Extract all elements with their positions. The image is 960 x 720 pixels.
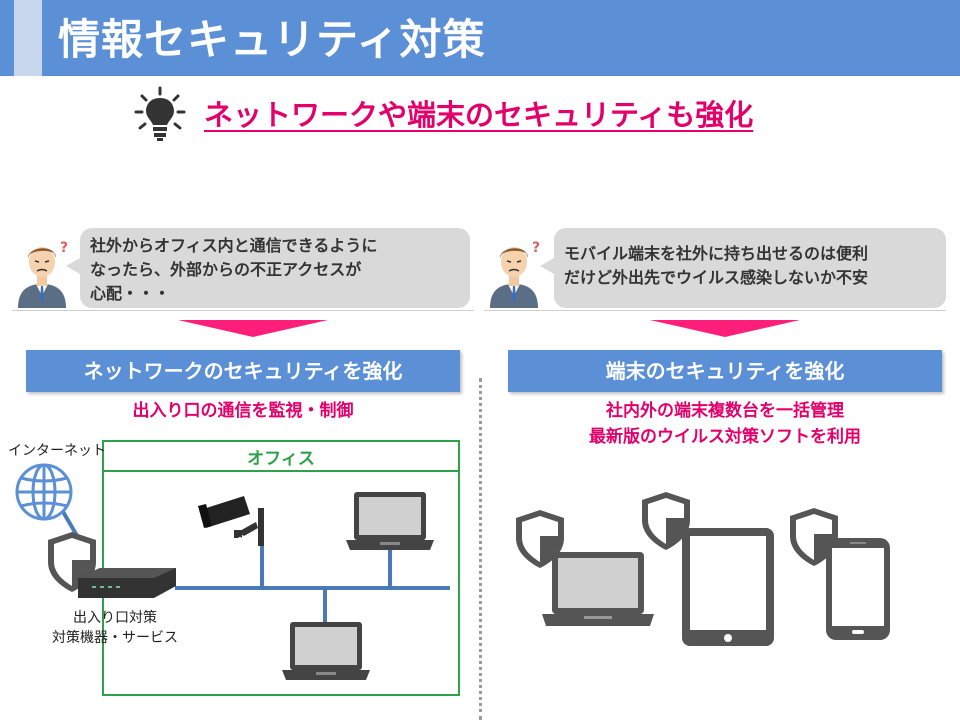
svg-text:?: ? [60,240,68,256]
office-box-divider [102,470,460,472]
router-icon [78,568,176,598]
gateway-label: 出入り口対策 対策機器・サービス [30,608,200,648]
network-diagram [15,463,450,680]
bubble-line: 社外からオフィス内と通信できるように [90,236,378,255]
bubble-line: 心配・・・ [90,284,171,303]
right-ground-line [484,310,946,311]
internet-label: インターネット [8,443,106,459]
smartphone-icon [826,538,890,640]
laptop-icon [282,622,370,680]
right-section-header: 端末のセキュリティを強化 [508,350,942,392]
managed-devices [516,492,890,646]
title-bar [0,0,960,76]
svg-text:?: ? [532,240,540,256]
lightbulb-icon [134,86,186,141]
office-label: オフィス [247,449,315,469]
worried-man-icon: ? [18,240,68,308]
shield-icon [516,510,564,568]
bubble-line: モバイル端末を社外に持ち出せるのは便利 [564,244,869,263]
laptop-icon [542,552,654,626]
left-subheading: 出入り口の通信を監視・制御 [132,401,354,421]
globe-icon [15,463,73,521]
laptop-icon [346,492,434,550]
bubble-line: だけど外出先でウイルス感染しないか不安 [564,268,869,287]
gateway-label-line: 出入り口対策 [73,610,157,626]
left-down-arrow [178,320,328,337]
headline: ネットワークや端末のセキュリティも強化 [204,98,754,132]
security-camera-icon [198,496,264,546]
bubble-line: なったら、外部からの不正アクセスが [90,260,362,279]
section-divider [479,378,482,720]
left-section-header: ネットワークのセキュリティを強化 [26,350,460,392]
right-sub-line: 社内外の端末複数台を一括管理 [606,401,844,421]
gateway-label-line: 対策機器・サービス [52,630,178,646]
right-down-arrow [650,320,800,337]
left-ground-line [12,310,474,311]
right-subheading: 社内外の端末複数台を一括管理 最新版のウイルス対策ソフトを利用 [508,398,942,450]
worried-man-icon: ? [490,240,540,308]
right-sub-line: 最新版のウイルス対策ソフトを利用 [589,427,861,447]
shield-icon [642,492,690,550]
tablet-icon [682,528,774,646]
title-accent [14,0,42,76]
page-title: 情報セキュリティ対策 [58,15,486,64]
left-speech-bubble: 社外からオフィス内と通信できるように なったら、外部からの不正アクセスが 心配・… [66,228,470,308]
right-speech-bubble: モバイル端末を社外に持ち出せるのは便利 だけど外出先でウイルス感染しないか不安 [540,228,946,308]
